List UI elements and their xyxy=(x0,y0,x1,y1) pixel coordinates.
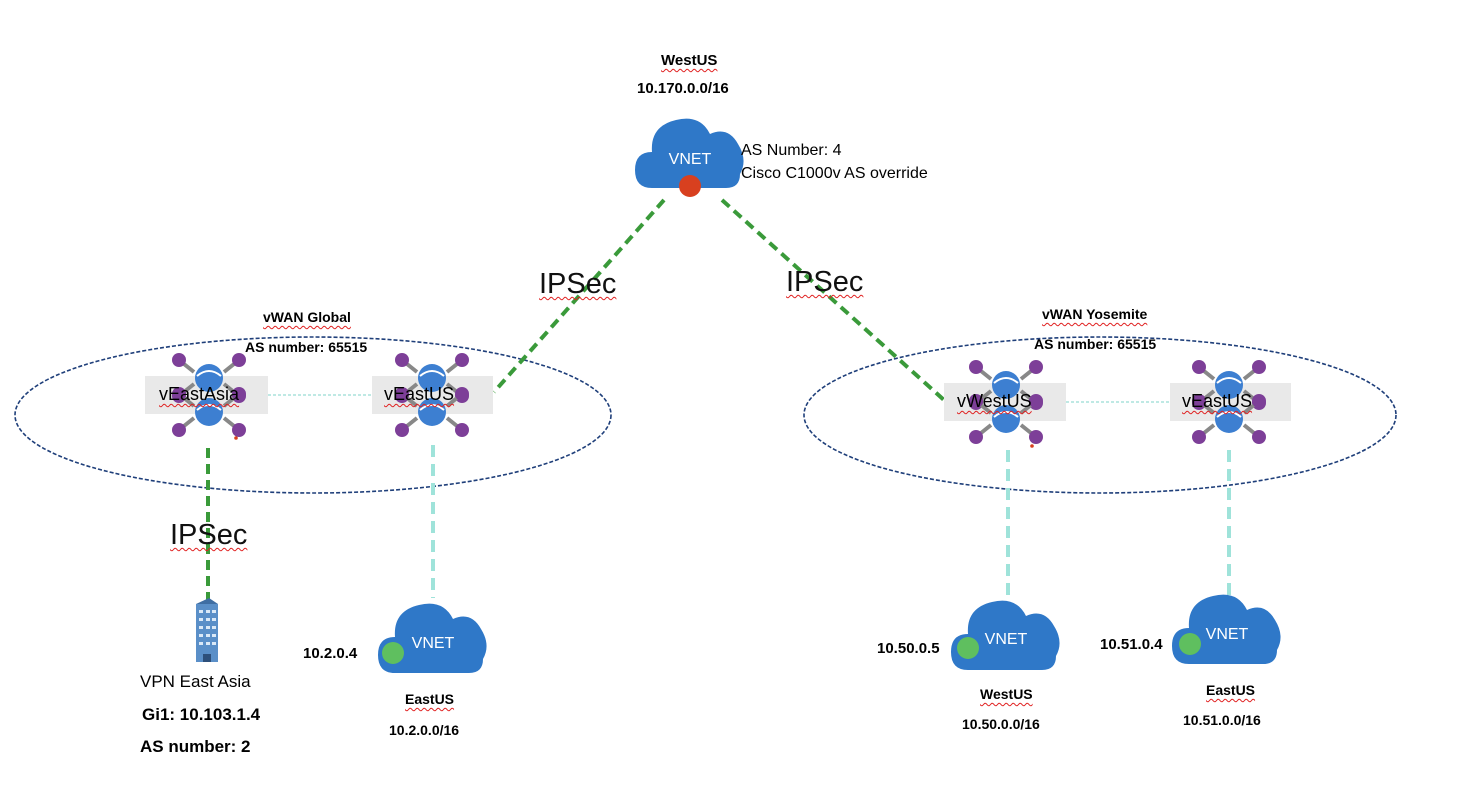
vpn-site-asn: AS number: 2 xyxy=(140,737,251,756)
building-icon xyxy=(196,598,218,662)
hub-asn-label: AS Number: 4 xyxy=(741,142,842,159)
spoke-dot xyxy=(382,642,404,664)
marker-dot xyxy=(234,436,238,440)
ipsec-label-left: IPSec xyxy=(539,268,617,300)
vwan-yosemite-title: vWAN Yosemite xyxy=(1042,306,1148,322)
vwan-global-asn: AS number: 65515 xyxy=(245,339,368,355)
hub-cidr-label: 10.170.0.0/16 xyxy=(637,80,729,97)
spoke-cloud-label: VNET xyxy=(1206,626,1249,643)
hub-name-veastus-yosemite: vEastUS xyxy=(1182,391,1253,411)
vwan-global-title: vWAN Global xyxy=(263,309,351,325)
hub-cloud-label: VNET xyxy=(669,151,712,168)
hub-name-veastasia: vEastAsia xyxy=(159,384,240,404)
vwan-global-boundary xyxy=(14,336,612,494)
spoke-ip-label: 10.51.0.4 xyxy=(1100,636,1163,653)
ipsec-link-hub-to-veastus xyxy=(492,198,666,394)
spoke-vnet-cloud-icon xyxy=(951,600,1060,670)
spoke-dot xyxy=(957,637,979,659)
spoke-vnet-cloud-icon xyxy=(1172,594,1281,664)
spoke-region-label: EastUS xyxy=(405,691,455,707)
spoke-ip-label: 10.2.0.4 xyxy=(303,645,358,662)
marker-dot xyxy=(1030,444,1034,448)
spoke-dot xyxy=(1179,633,1201,655)
ipsec-label-vpn: IPSec xyxy=(170,519,248,551)
vwan-yosemite-boundary xyxy=(803,336,1397,494)
spoke-region-label: WestUS xyxy=(980,686,1033,702)
spoke-ip-label: 10.50.0.5 xyxy=(877,640,940,657)
spoke-region-label: EastUS xyxy=(1206,682,1256,698)
ipsec-link-hub-to-vwestus xyxy=(720,198,946,402)
spoke-cidr-label: 10.51.0.0/16 xyxy=(1183,712,1261,728)
spoke-cloud-label: VNET xyxy=(412,635,455,652)
vpn-site-name: VPN East Asia xyxy=(140,672,251,691)
spoke-cidr-label: 10.50.0.0/16 xyxy=(962,716,1040,732)
vwan-yosemite-asn: AS number: 65515 xyxy=(1034,336,1157,352)
hub-name-vwestus: vWestUS xyxy=(957,391,1032,411)
nva-dot xyxy=(679,175,701,197)
spoke-cloud-label: VNET xyxy=(985,631,1028,648)
ipsec-label-right: IPSec xyxy=(786,266,864,298)
hub-vnet-cloud-icon xyxy=(635,118,744,197)
hub-name-veastus-global: vEastUS xyxy=(384,384,455,404)
hub-override-label: Cisco C1000v AS override xyxy=(741,165,928,182)
hub-region-label: WestUS xyxy=(661,52,718,69)
spoke-vnet-cloud-icon xyxy=(378,603,487,673)
vpn-site-interface: Gi1: 10.103.1.4 xyxy=(142,705,261,724)
spoke-cidr-label: 10.2.0.0/16 xyxy=(389,722,460,738)
